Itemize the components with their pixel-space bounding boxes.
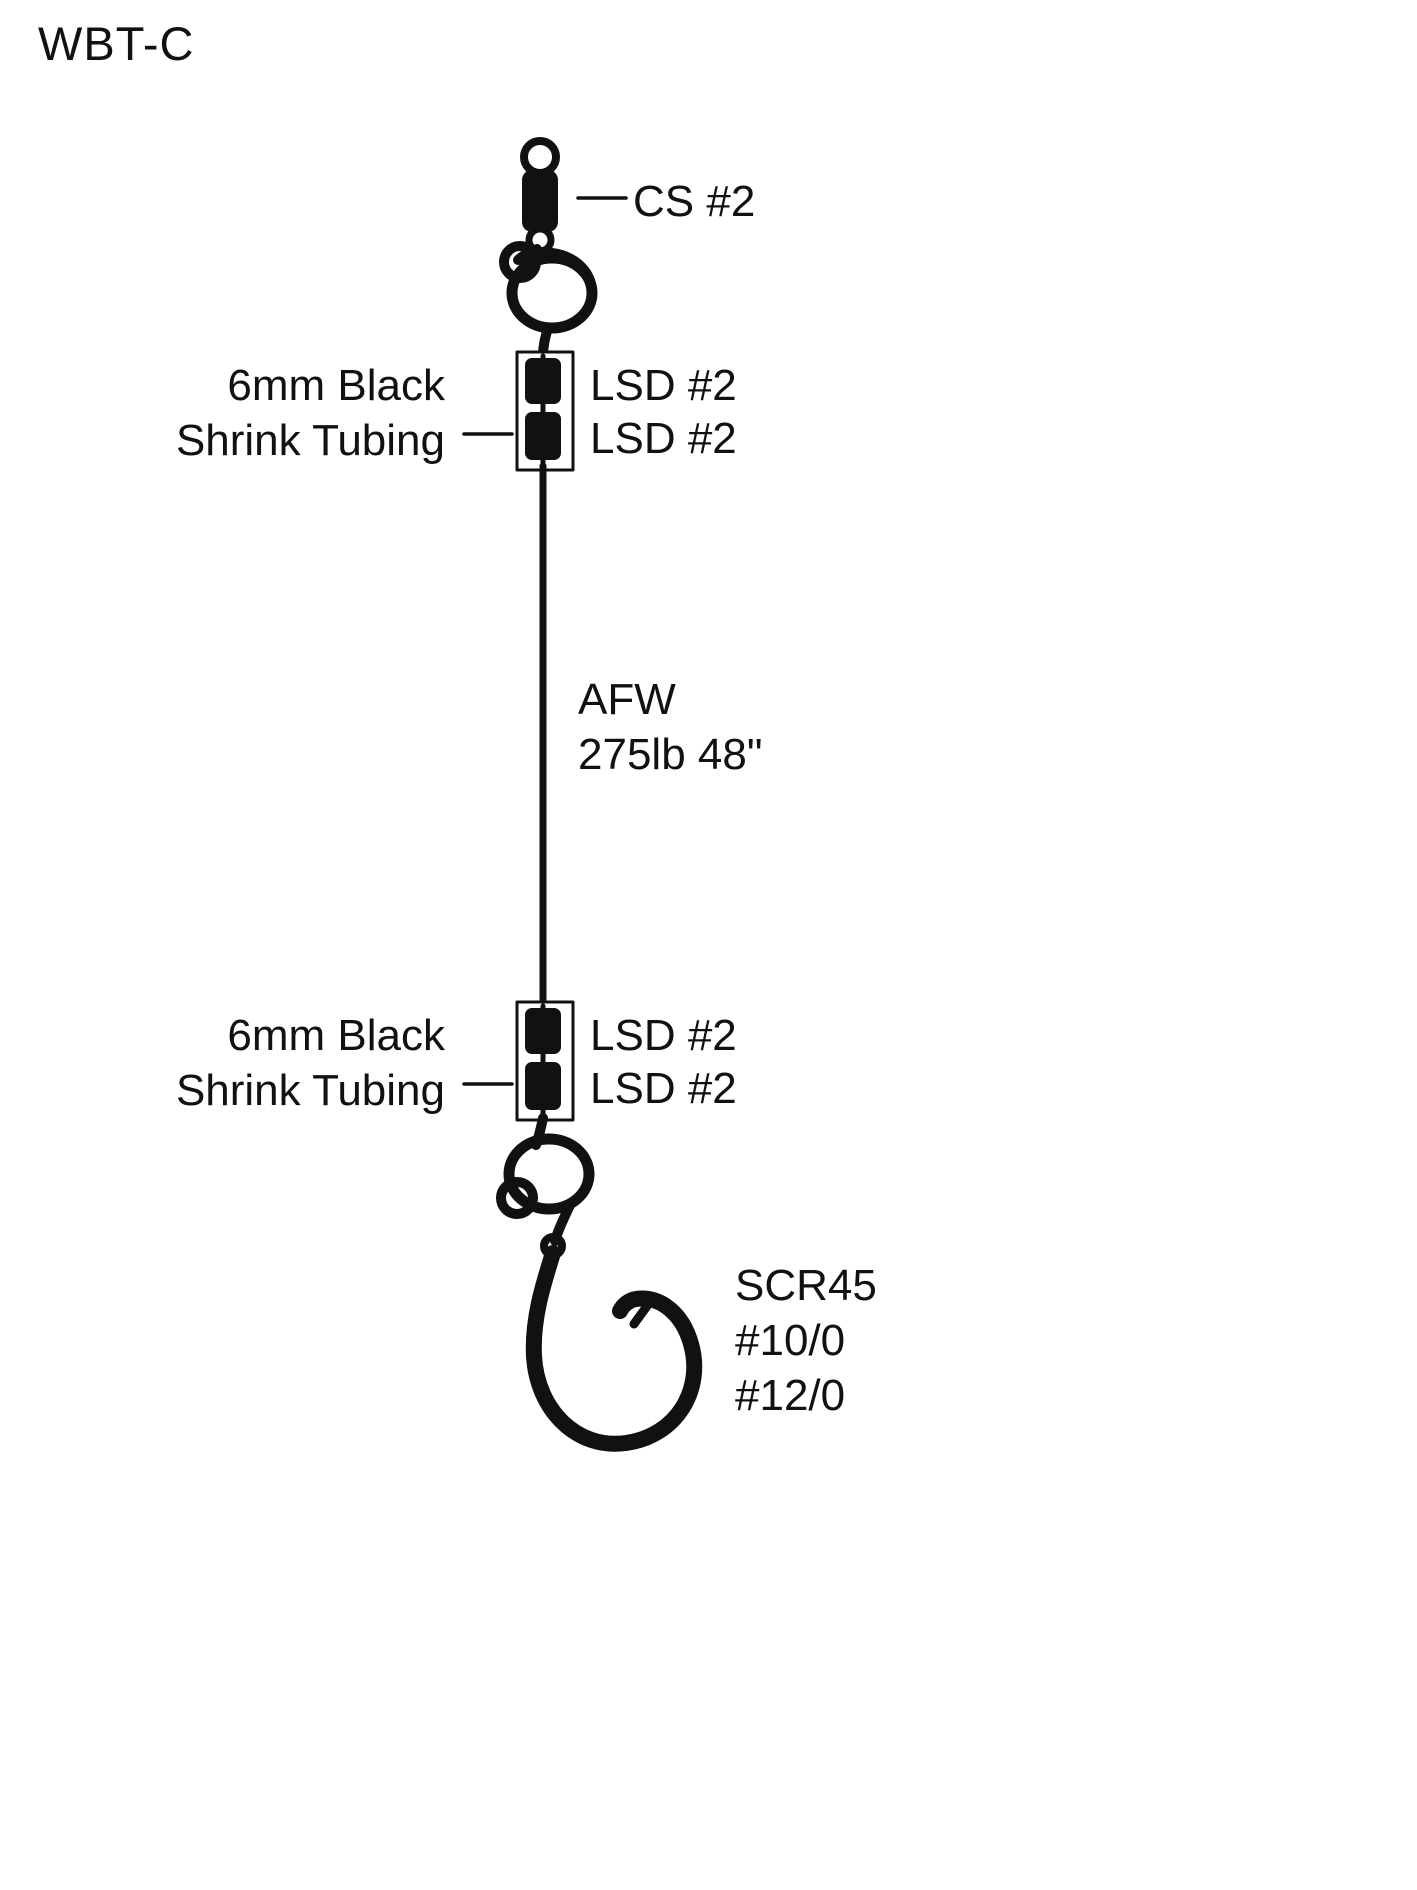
bottom-shrink-tubing-graphic <box>515 1000 575 1122</box>
top-shrink-tubing-graphic <box>515 350 575 472</box>
bottom-sleeve2-label: LSD #2 <box>590 1064 737 1113</box>
swivel-label: CS #2 <box>633 177 756 226</box>
bottom-tubing-callout: 6mm Black Shrink Tubing <box>120 1008 445 1118</box>
bottom-sleeve1-label: LSD #2 <box>590 1011 737 1060</box>
top-tubing-callout-line1: 6mm Black <box>227 361 445 410</box>
wire-label: AFW 275lb 48" <box>578 672 762 782</box>
hook-label: SCR45 #10/0 #12/0 <box>735 1258 877 1423</box>
wire-brand-label: AFW <box>578 675 676 724</box>
top-tubing-callout-line2: Shrink Tubing <box>175 416 445 465</box>
diagram-title: WBT-C <box>38 17 195 70</box>
wire-spec-label: 275lb 48" <box>578 730 763 779</box>
hook-size2-label: #12/0 <box>735 1371 846 1420</box>
top-tubing-callout: 6mm Black Shrink Tubing <box>120 358 445 468</box>
top-knot-graphic <box>499 241 598 361</box>
hook-size1-label: #10/0 <box>735 1316 846 1365</box>
top-sleeve2-label: LSD #2 <box>590 414 737 463</box>
hook-model-label: SCR45 <box>735 1261 877 1310</box>
bottom-tubing-callout-line2: Shrink Tubing <box>175 1066 445 1115</box>
callout-lines <box>462 196 628 1086</box>
crane-swivel-graphic <box>520 137 560 255</box>
bottom-tubing-callout-line1: 6mm Black <box>227 1011 445 1060</box>
top-sleeve1-label: LSD #2 <box>590 361 737 410</box>
circle-hook-graphic <box>525 1233 703 1452</box>
bottom-knot-graphic <box>496 1113 595 1246</box>
